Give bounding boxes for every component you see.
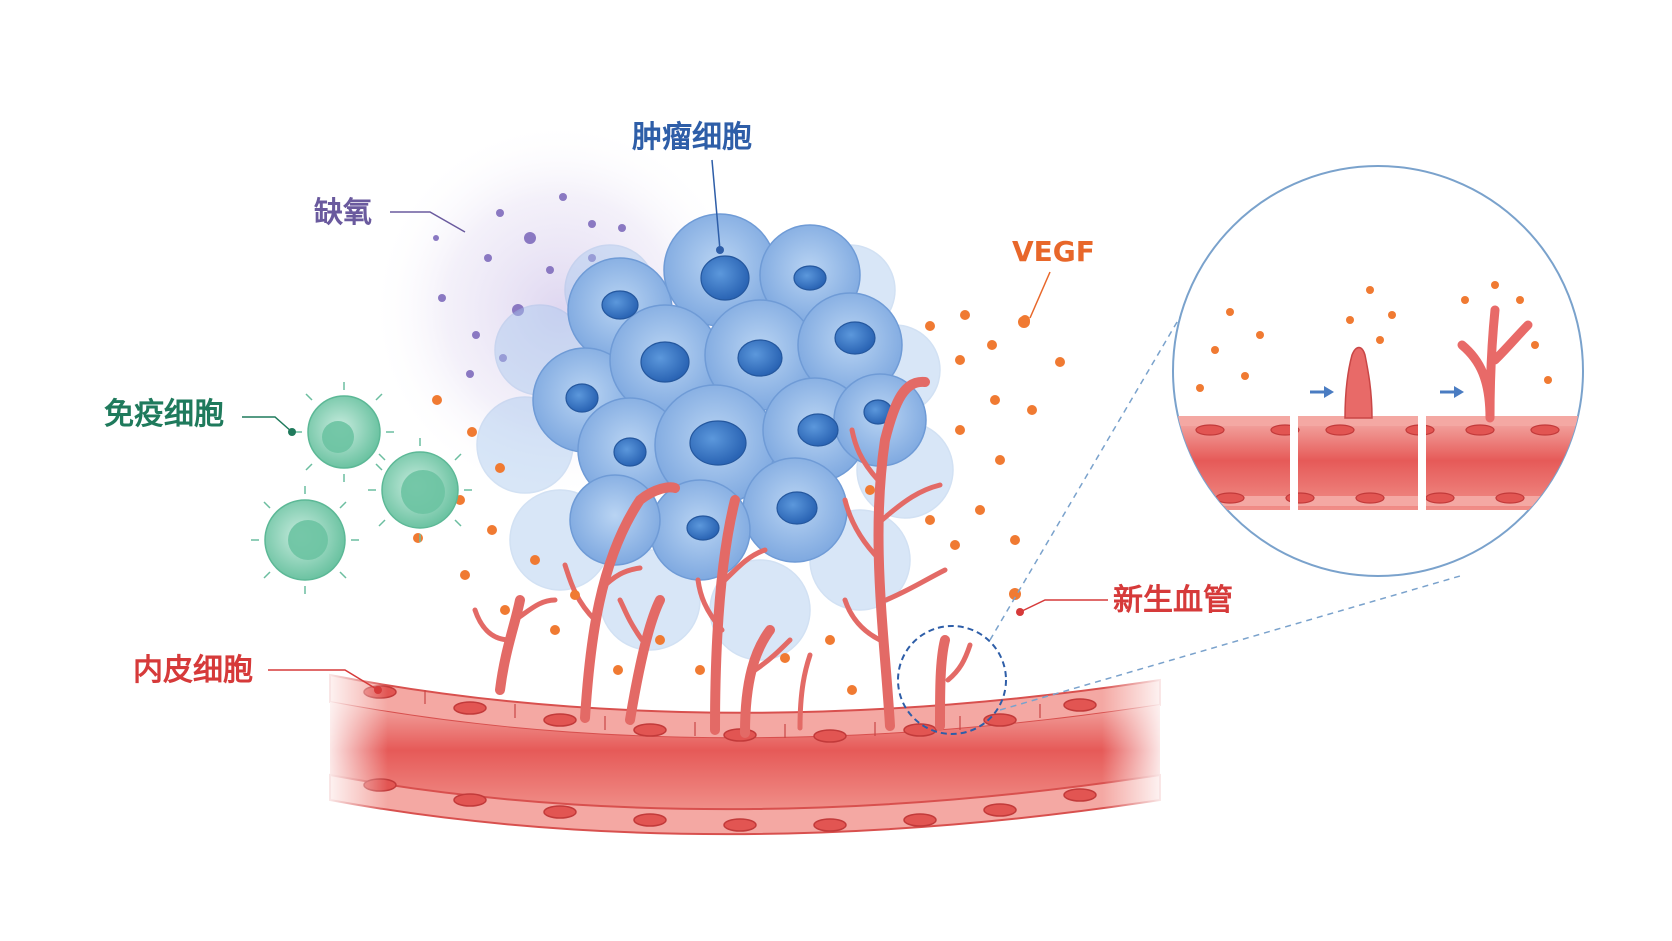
zoom-connector-lines xyxy=(989,299,1461,711)
leader-lines xyxy=(242,159,1108,691)
main-blood-vessel xyxy=(320,660,1170,860)
immune-cells xyxy=(251,382,472,594)
leader-dots xyxy=(288,246,1024,694)
hypoxia-particles xyxy=(433,193,626,378)
immune-cells-label: 免疫细胞 xyxy=(104,397,224,432)
neovessels-label: 新生血管 xyxy=(1113,583,1233,618)
magnified-region-marker xyxy=(897,625,1007,735)
tumor-cluster xyxy=(476,213,954,661)
sprouting-capillaries xyxy=(472,376,973,738)
tumor-cells-label: 肿瘤细胞 xyxy=(632,120,752,155)
vegf-label: VEGF xyxy=(1012,235,1095,268)
zoom-inset xyxy=(1172,165,1584,577)
hypoxia-label: 缺氧 xyxy=(314,195,373,229)
endothelial-cells-label: 内皮细胞 xyxy=(133,653,253,688)
